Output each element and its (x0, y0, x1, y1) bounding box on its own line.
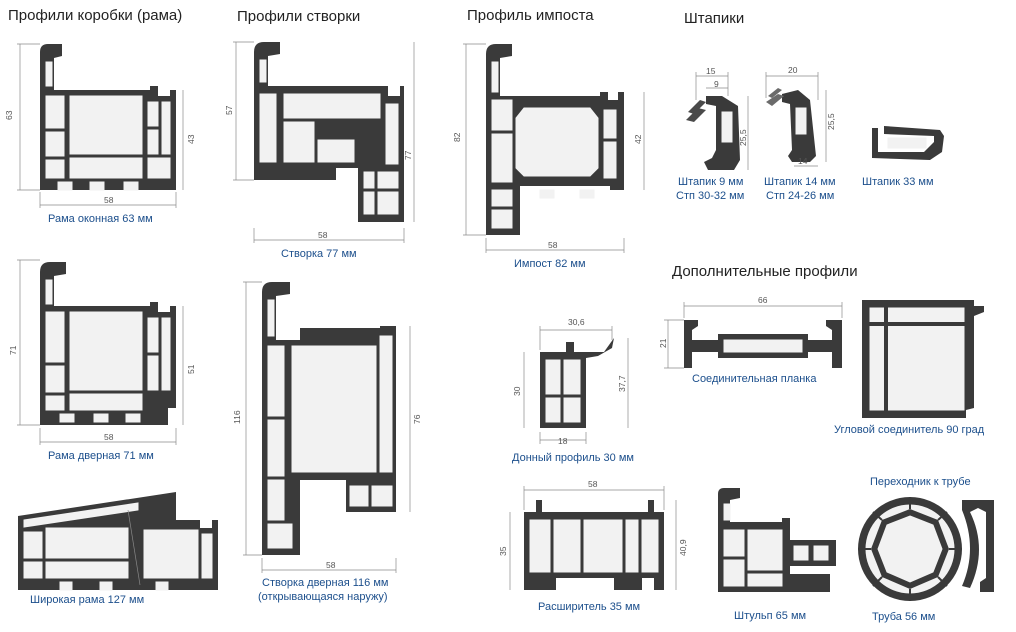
impost-right-dim: 42 (633, 134, 643, 144)
frame71-height-dim: 71 (8, 345, 18, 355)
caption-sash-window: Створка 77 мм (281, 248, 357, 260)
heading-frame-profiles: Профили коробки (рама) (8, 7, 182, 24)
bead14-height-dim: 25,5 (826, 113, 836, 130)
frame-window-63-drawing (17, 43, 184, 208)
frame63-height-dim: 63 (4, 110, 14, 120)
sash-door-116-drawing (243, 281, 411, 573)
caption-mullion: Штульп 65 мм (734, 610, 806, 622)
extender-width-dim: 58 (588, 479, 598, 489)
frame63-right-dim: 43 (186, 134, 196, 144)
impost-82-drawing (463, 43, 645, 253)
caption-bead14-line1: Штапик 14 мм (764, 176, 836, 188)
bottom-right-dim: 37,7 (617, 375, 627, 392)
caption-connector: Соединительная планка (692, 373, 817, 385)
sash116-left-dim: 116 (232, 410, 242, 424)
bead-14-drawing (765, 72, 827, 167)
sash77-right-dim: 77 (403, 150, 413, 160)
bead9-inner-dim: 9 (714, 79, 719, 89)
sash-window-77-drawing (233, 41, 415, 243)
connector-width-dim: 66 (758, 295, 768, 305)
caption-impost: Импост 82 мм (514, 258, 586, 270)
caption-frame-door: Рама дверная 71 мм (48, 450, 154, 462)
frame71-width-dim: 58 (104, 432, 114, 442)
mullion-65-drawing (718, 488, 836, 592)
caption-bead9-line1: Штапик 9 мм (678, 176, 743, 188)
caption-extender: Расширитель 35 мм (538, 601, 640, 613)
pipe-adapter-drawing (962, 500, 994, 592)
caption-bead9-line2: Стп 30-32 мм (676, 190, 744, 202)
bead9-width-dim: 15 (706, 66, 716, 76)
caption-corner-connector: Угловой соединитель 90 град (834, 424, 985, 436)
bottom-left-dim: 30 (512, 386, 522, 396)
frame-door-71-drawing (17, 259, 184, 445)
bead14-base-dim: 14 (798, 156, 808, 166)
extender-35-drawing (509, 486, 677, 590)
sash77-width-dim: 58 (318, 230, 328, 240)
heading-glazing-beads: Штапики (684, 10, 744, 27)
heading-sash-profiles: Профили створки (237, 8, 360, 25)
frame63-width-dim: 58 (104, 195, 114, 205)
caption-sash-door-line2: (открывающаяся наружу) (258, 591, 388, 603)
bead-9-drawing (686, 72, 749, 170)
caption-frame-wide: Широкая рама 127 мм (30, 594, 144, 606)
heading-impost-profile: Профиль импоста (467, 7, 594, 24)
connector-height-dim: 21 (658, 338, 668, 348)
extender-left-dim: 35 (498, 546, 508, 556)
bottom-width-dim: 30,6 (568, 317, 585, 327)
caption-sash-door-line1: Створка дверная 116 мм (262, 577, 388, 589)
sash116-width-dim: 58 (326, 560, 336, 570)
caption-pipe: Труба 56 мм (872, 611, 935, 623)
impost-width-dim: 58 (548, 240, 558, 250)
sash77-left-dim: 57 (224, 105, 234, 115)
connector-strip-drawing (664, 302, 843, 369)
bead14-width-dim: 20 (788, 65, 798, 75)
bead9-height-dim: 25,5 (738, 129, 748, 146)
caption-pipe-adapter: Переходник к трубе (870, 476, 971, 488)
frame71-right-dim: 51 (186, 364, 196, 374)
caption-bead33: Штапик 33 мм (862, 176, 934, 188)
caption-frame-window: Рама оконная 63 мм (48, 213, 153, 225)
extender-right-dim: 40,9 (678, 539, 688, 556)
sash116-right-dim: 76 (412, 414, 422, 424)
bottom-base-dim: 18 (558, 436, 568, 446)
pipe-56-drawing (858, 497, 962, 601)
frame-wide-127-drawing (18, 492, 218, 591)
bottom-profile-30-drawing (523, 326, 629, 444)
impost-left-dim: 82 (452, 132, 462, 142)
corner-connector-drawing (862, 300, 984, 418)
caption-bottom-profile: Донный профиль 30 мм (512, 452, 634, 464)
bead-33-drawing (872, 126, 944, 160)
caption-bead14-line2: Стп 24-26 мм (766, 190, 834, 202)
heading-additional-profiles: Дополнительные профили (672, 263, 858, 280)
